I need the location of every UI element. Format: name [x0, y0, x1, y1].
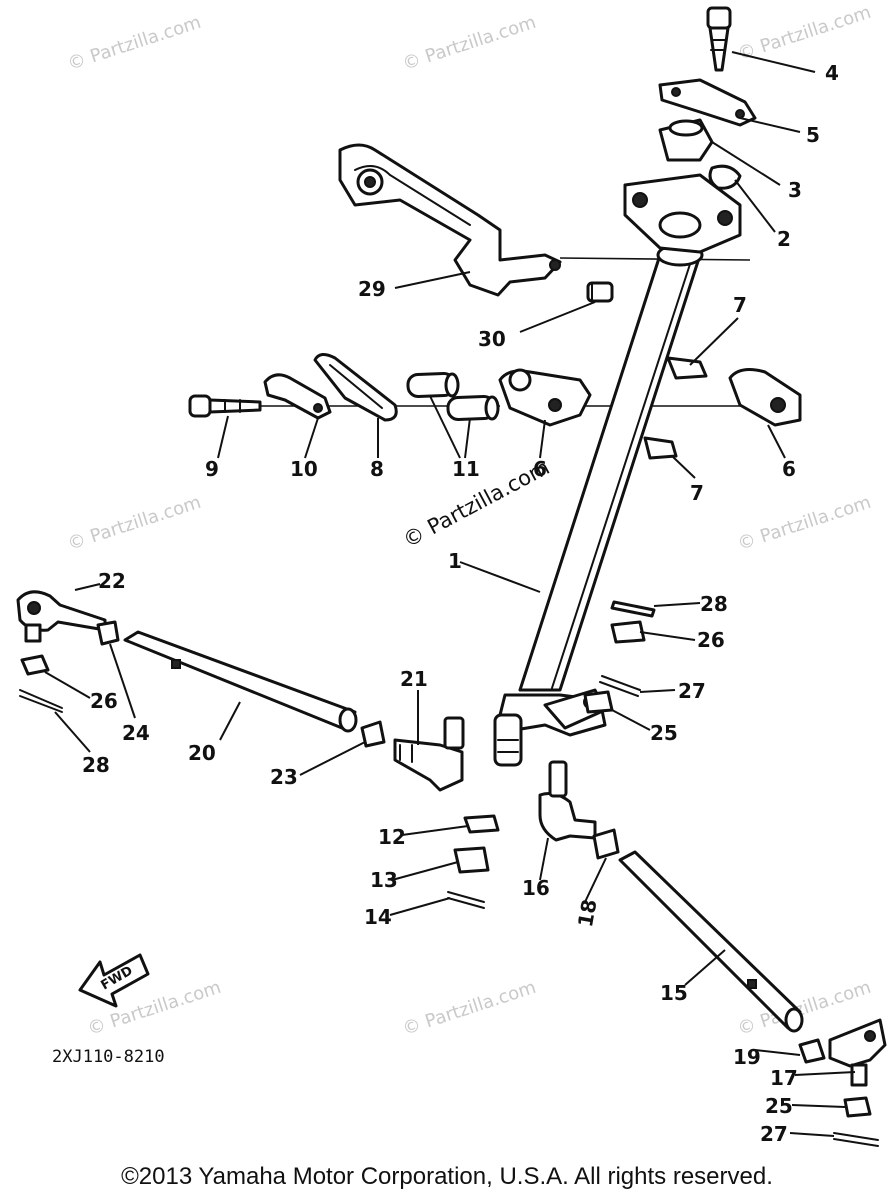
callout-18: 18: [573, 897, 601, 929]
callout-7b: 7: [690, 481, 704, 505]
callout-7a: 7: [733, 293, 747, 317]
callout-26b: 26: [90, 689, 118, 713]
callout-15: 15: [660, 981, 688, 1005]
callout-19: 19: [733, 1045, 761, 1069]
callout-24: 24: [122, 721, 150, 745]
lower-holder-parts: [188, 353, 802, 460]
callout-27b: 27: [760, 1122, 788, 1146]
callout-29: 29: [358, 277, 386, 301]
callout-10: 10: [290, 457, 318, 481]
watermark: © Partzilla.com: [735, 2, 874, 65]
callout-9: 9: [205, 457, 219, 481]
callout-5: 5: [806, 123, 820, 147]
fwd-arrow: FWD: [78, 953, 150, 1008]
callout-30: 30: [478, 327, 506, 351]
leader-lines: [44, 51, 856, 1137]
watermark: © Partzilla.com: [400, 12, 539, 75]
callout-27a: 27: [678, 679, 706, 703]
callout-6a: 6: [533, 457, 547, 481]
callout-23: 23: [270, 765, 298, 789]
callout-22: 22: [98, 569, 126, 593]
callout-12: 12: [378, 825, 406, 849]
callout-14: 14: [364, 905, 392, 929]
callout-25b: 25: [765, 1094, 793, 1118]
copyright-notice: ©2013 Yamaha Motor Corporation, U.S.A. A…: [121, 1163, 773, 1190]
callout-3: 3: [788, 178, 802, 202]
watermark: © Partzilla.com: [735, 492, 874, 555]
callout-13: 13: [370, 868, 398, 892]
callout-4: 4: [825, 61, 839, 85]
callout-28b: 28: [82, 753, 110, 777]
callout-6b: 6: [782, 457, 796, 481]
watermark: © Partzilla.com: [65, 12, 204, 75]
diagram-code: 2XJ110-8210: [52, 1047, 165, 1067]
callout-28a: 28: [700, 592, 728, 616]
callout-21: 21: [400, 667, 428, 691]
upper-holder-parts: [623, 6, 757, 254]
callout-8: 8: [370, 457, 384, 481]
tie-rod-parts: [16, 590, 887, 1147]
callout-2: 2: [777, 227, 791, 251]
watermark: © Partzilla.com: [400, 977, 539, 1040]
callout-11: 11: [452, 457, 480, 481]
callout-16: 16: [522, 876, 550, 900]
callout-1: 1: [448, 549, 462, 573]
callout-26a: 26: [697, 628, 725, 652]
watermark: © Partzilla.com: [65, 492, 204, 555]
callouts: 4 5 3 2 29 30 7 9 10 8 11 6 7 6 1 22 28 …: [82, 61, 839, 1146]
callout-20: 20: [188, 741, 216, 765]
callout-17: 17: [770, 1066, 798, 1090]
steering-column: [493, 243, 704, 767]
bracket-assembly: [338, 143, 614, 303]
callout-25a: 25: [650, 721, 678, 745]
